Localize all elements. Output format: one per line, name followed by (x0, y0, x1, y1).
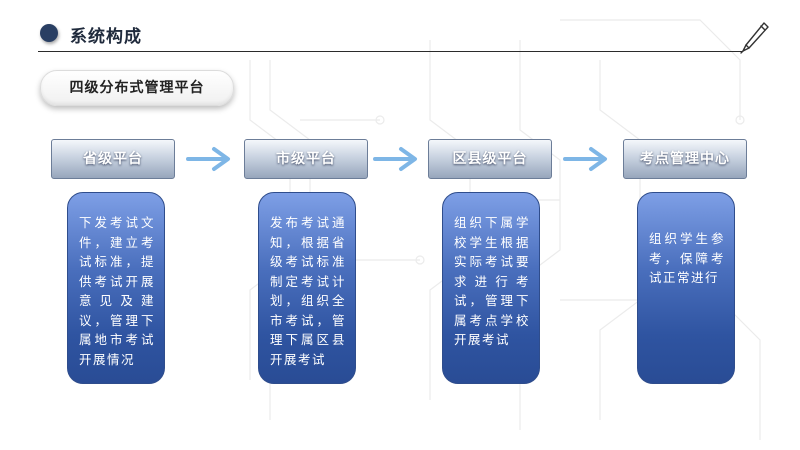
arrow-right-icon (373, 147, 417, 171)
level-county: 区县级平台 (428, 139, 552, 179)
level-exam-center: 考点管理中心 (623, 139, 747, 179)
platform-label: 四级分布式管理平台 (40, 70, 234, 106)
page-title: 系统构成 (70, 27, 142, 47)
circle-bullet-icon (40, 24, 58, 42)
pen-icon (740, 22, 769, 54)
level-city: 市级平台 (244, 139, 368, 179)
desc-provincial: 下发考试文件，建立考试标准，提供考试开展意见及建议，管理下属地市考试开展情况 (67, 192, 165, 384)
desc-exam-center: 组织学生参考，保障考试正常进行 (637, 192, 735, 384)
desc-county: 组织下属学校学生根据实际考试要求进行考试，管理下属考点学校开展考试 (442, 192, 540, 384)
slide-header: 系统构成 (38, 18, 769, 58)
desc-city: 发布考试通知，根据省级考试标准制定考试计划，组织全市考试，管理下属区县开展考试 (258, 192, 356, 384)
arrow-right-icon (186, 147, 230, 171)
level-provincial: 省级平台 (51, 139, 175, 179)
header-divider (38, 51, 743, 52)
arrow-right-icon (563, 147, 607, 171)
